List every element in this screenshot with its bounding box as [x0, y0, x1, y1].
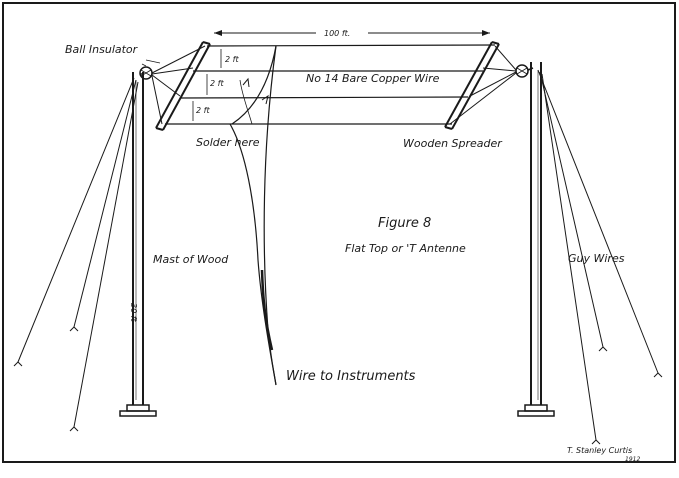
left-wooden-spreader — [155, 41, 211, 131]
figure-title: Figure 8 — [378, 216, 431, 231]
signature-year: 1912 — [625, 456, 640, 463]
solder-label: Solder here — [196, 136, 260, 149]
wire-label: No 14 Bare Copper Wire — [306, 72, 440, 85]
right-guy-wires — [537, 69, 659, 441]
spacing-label-2: 2 ft — [210, 79, 224, 88]
ball-insulator-label: Ball Insulator — [65, 43, 139, 56]
spacing-dimensions — [192, 49, 222, 121]
wooden-spreader-label: Wooden Spreader — [403, 137, 503, 150]
span-dimension — [214, 30, 490, 36]
right-wooden-spreader — [444, 41, 500, 130]
span-length-label: 100 ft. — [324, 29, 350, 38]
spacing-label-1: 2 ft — [225, 55, 239, 64]
left-guy-anchors — [13, 326, 79, 432]
copper-wires — [165, 44, 496, 125]
spacing-label-3: 2 ft — [196, 106, 210, 115]
left-ball-insulator-icon — [139, 66, 153, 80]
left-bridle-wires — [151, 45, 206, 125]
figure-subtitle: Flat Top or 'T Antenne — [345, 242, 466, 255]
mast-height-label: 30 ft — [129, 303, 138, 323]
right-bridle-wires — [449, 45, 517, 125]
mast-label: Mast of Wood — [153, 253, 229, 266]
left-mast — [119, 72, 157, 417]
right-ball-insulator-icon — [515, 64, 529, 78]
signature: T. Stanley Curtis — [567, 446, 632, 455]
figure-border — [2, 2, 676, 463]
guy-wires-label: Guy Wires — [568, 252, 625, 265]
right-mast — [517, 62, 555, 417]
lead-in-wires — [229, 45, 277, 386]
right-guy-anchors — [591, 346, 663, 445]
left-guy-wires — [17, 77, 139, 428]
instruments-label: Wire to Instruments — [286, 369, 416, 384]
